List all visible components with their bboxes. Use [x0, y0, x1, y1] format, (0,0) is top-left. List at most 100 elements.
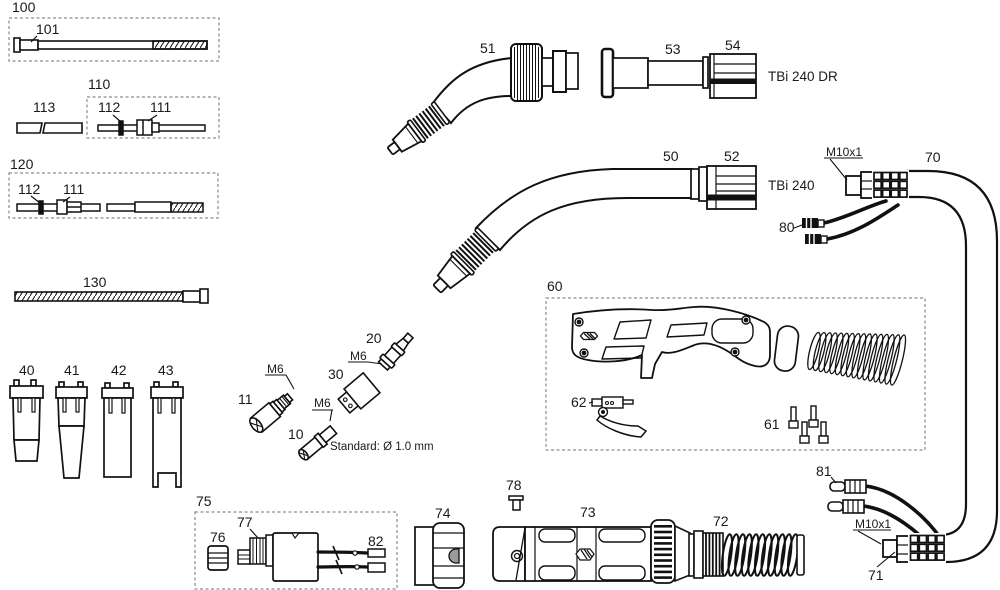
part-53-adapter — [600, 47, 709, 99]
part-11-tip-holder — [249, 392, 294, 434]
group-110 — [86, 96, 220, 139]
part-42-gas-nozzle — [101, 382, 134, 478]
label-53: 53 — [665, 41, 681, 57]
part-10-contact-tip — [298, 424, 338, 461]
handle-cutouts — [601, 318, 754, 360]
part-62-trigger — [591, 396, 648, 438]
label-111a: 111 — [150, 99, 171, 115]
handle-hex-nut — [579, 331, 599, 341]
label-43: 43 — [158, 362, 174, 378]
leader-101 — [30, 35, 38, 43]
part-72-spring — [688, 530, 805, 579]
part-130-liner — [14, 288, 209, 304]
part-54-connector — [709, 53, 757, 99]
part-60-handle-shell — [571, 305, 771, 379]
label-42: 42 — [111, 362, 127, 378]
part-73-handle-rear — [492, 519, 691, 584]
box-100 — [8, 17, 220, 62]
part-76-knob — [207, 545, 229, 571]
part-80-terminals — [802, 218, 828, 244]
part-70-cable-assembly — [906, 169, 999, 564]
part-120-liner — [16, 199, 204, 215]
label-82: 82 — [368, 533, 384, 549]
label-60: 60 — [547, 278, 563, 294]
label-m6-20: M6 — [350, 349, 367, 363]
label-10: 10 — [288, 426, 304, 442]
label-m6-11: M6 — [267, 362, 284, 376]
handle-screw-bosses — [574, 315, 751, 358]
label-80: 80 — [779, 219, 795, 235]
label-111b: 111 — [63, 181, 84, 197]
model-tbi-240: TBi 240 — [768, 178, 815, 193]
part-74-cap — [414, 522, 465, 589]
box-120 — [8, 172, 219, 219]
part-101-liner — [13, 37, 208, 53]
label-112a: 112 — [98, 99, 121, 115]
label-113: 113 — [33, 99, 56, 115]
part-43-gas-nozzle — [150, 381, 184, 488]
part-30-tip-holder-block — [337, 371, 382, 415]
part-82-wires — [316, 550, 369, 569]
label-61: 61 — [764, 416, 780, 432]
label-73: 73 — [580, 504, 596, 520]
label-11: 11 — [238, 391, 253, 407]
label-112b: 112 — [18, 181, 41, 197]
label-50: 50 — [663, 148, 679, 164]
part-61-screws — [788, 405, 829, 444]
box-75 — [194, 511, 398, 590]
part-20-gas-diffuser — [377, 332, 415, 372]
group-100-liner — [8, 17, 220, 62]
part-60-spring — [807, 331, 907, 386]
label-40: 40 — [19, 362, 35, 378]
standard-note: Standard: Ø 1.0 mm — [330, 441, 434, 453]
label-m6-10: M6 — [314, 396, 331, 410]
label-81: 81 — [816, 463, 832, 479]
m6-leaders — [265, 361, 383, 422]
part-71-connector-bottom — [882, 533, 946, 563]
label-70: 70 — [925, 149, 941, 165]
label-51: 51 — [480, 40, 496, 56]
group-113 — [16, 122, 83, 134]
label-62: 62 — [571, 394, 587, 410]
box-110 — [86, 96, 220, 139]
label-78: 78 — [506, 477, 522, 493]
label-41: 41 — [64, 362, 80, 378]
part-50-swan-neck — [432, 166, 708, 294]
part-78-screw — [508, 495, 524, 511]
part-81-terminals — [827, 479, 867, 514]
group-120 — [8, 172, 219, 219]
label-101: 101 — [36, 21, 60, 37]
label-54: 54 — [725, 37, 741, 53]
label-76: 76 — [210, 529, 226, 545]
part-77-pot-assembly — [237, 532, 319, 582]
part-41-gas-nozzle — [55, 381, 88, 479]
group-60-handle — [545, 297, 926, 451]
label-100: 100 — [12, 0, 36, 15]
label-77: 77 — [237, 514, 253, 530]
label-m10-top: M10x1 — [826, 145, 862, 159]
part-40-gas-nozzle — [9, 379, 44, 462]
part-70-connector-top — [845, 170, 909, 199]
right-leaders — [793, 157, 896, 568]
group-75-potentiometer — [194, 511, 398, 590]
part-113-a — [16, 122, 43, 134]
part-80-wires — [822, 199, 900, 241]
part-52-connector — [706, 165, 757, 210]
part-110-liner — [97, 119, 206, 136]
label-75: 75 — [196, 493, 212, 509]
label-130: 130 — [83, 274, 107, 290]
part-60-grip-pad — [773, 325, 800, 372]
label-30: 30 — [328, 366, 344, 382]
part-82-terminals — [367, 548, 386, 573]
label-20: 20 — [366, 330, 382, 346]
labels: 100 101 110 113 112 111 120 112 111 130 … — [10, 0, 941, 583]
label-72: 72 — [713, 513, 729, 529]
wire-break-marks — [332, 545, 343, 575]
label-71: 71 — [868, 567, 884, 583]
label-m10-bottom: M10x1 — [855, 517, 891, 531]
part-51-swan-neck — [387, 43, 579, 156]
box-60 — [545, 297, 926, 451]
label-110: 110 — [88, 76, 111, 92]
